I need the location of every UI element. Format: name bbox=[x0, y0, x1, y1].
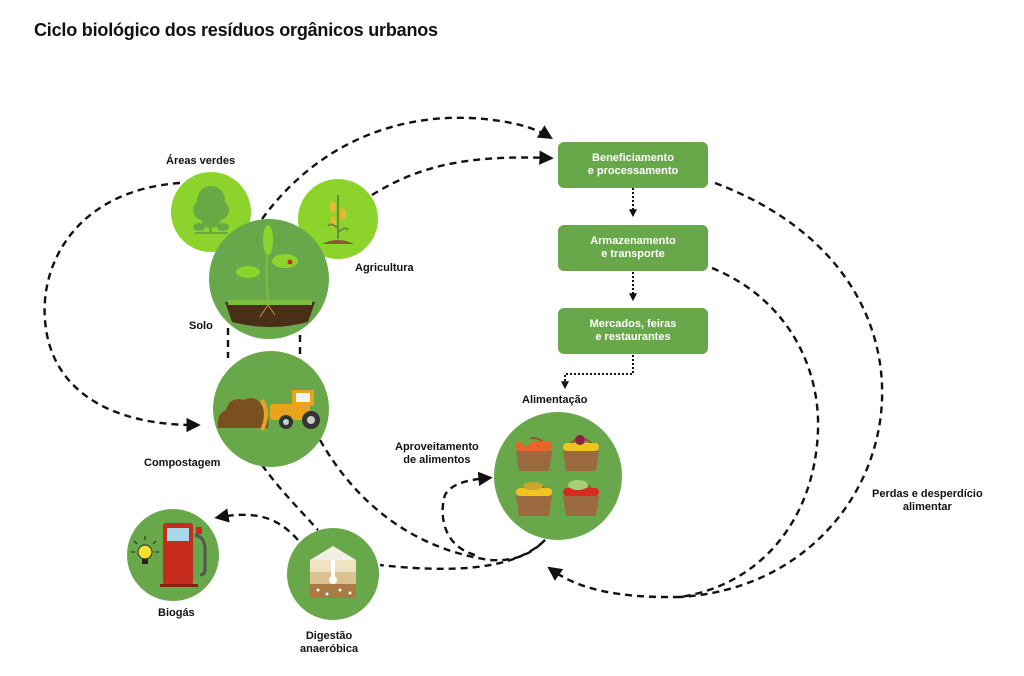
node-digestao-anaerobica bbox=[287, 528, 379, 620]
flow-losses-to-alimentacao bbox=[547, 566, 681, 599]
flow-compostagem-to-digestao bbox=[261, 464, 319, 531]
annotation-perdas-line2: alimentar bbox=[902, 501, 952, 513]
annotation-perdas: Perdas e desperdício alimentar bbox=[872, 488, 983, 514]
sprout-soil-icon bbox=[225, 225, 315, 327]
label-alimentacao: Alimentação bbox=[522, 394, 588, 406]
corn-plant-icon bbox=[322, 195, 354, 244]
basket-4 bbox=[563, 480, 599, 516]
diagram-title: Ciclo biológico dos resíduos orgânicos u… bbox=[34, 20, 438, 40]
flow-beneficiamento-losses bbox=[679, 181, 884, 599]
label-digestao-line2: anaeróbica bbox=[300, 643, 359, 655]
label-compostagem: Compostagem bbox=[144, 457, 221, 469]
annotation-aproveitamento: Aproveitamento de alimentos bbox=[395, 441, 479, 467]
label-biogas: Biogás bbox=[158, 607, 195, 619]
bulldozer-compost-icon bbox=[217, 390, 320, 431]
flow-digestao-to-biogas bbox=[214, 508, 299, 541]
flow-armazenamento-losses bbox=[679, 266, 820, 599]
node-agricultura bbox=[298, 179, 378, 259]
process-box-mercados: Mercados, feiras e restaurantes bbox=[558, 308, 708, 354]
annotation-aproveitamento-line1: Aproveitamento bbox=[395, 441, 479, 453]
label-agricultura: Agricultura bbox=[355, 262, 414, 274]
node-biogas bbox=[127, 509, 219, 601]
node-alimentacao bbox=[494, 412, 622, 540]
annotation-perdas-line1: Perdas e desperdício bbox=[872, 488, 983, 500]
food-baskets-icon bbox=[516, 435, 599, 516]
fuel-pump-lightbulb-icon bbox=[131, 523, 207, 587]
label-areas-verdes: Áreas verdes bbox=[166, 155, 236, 167]
basket-1 bbox=[516, 436, 552, 471]
flow-areas-verdes-to-compostagem bbox=[43, 181, 201, 433]
node-compostagem bbox=[213, 351, 329, 467]
node-solo bbox=[209, 219, 329, 339]
tree-icon bbox=[193, 186, 229, 234]
node-areas-verdes bbox=[171, 172, 251, 252]
flow-alimentacao-to-digestao bbox=[379, 539, 546, 570]
flow-compostagem-to-alimentacao-bottom bbox=[318, 439, 546, 562]
basket-3 bbox=[516, 482, 552, 516]
label-digestao-line1: Digestão bbox=[305, 630, 353, 642]
flow-box3-to-alimentacao bbox=[561, 355, 634, 390]
annotation-aproveitamento-line2: de alimentos bbox=[403, 454, 471, 466]
process-box-beneficiamento: Beneficiamento e processamento bbox=[558, 142, 708, 188]
label-digestao-anaerobica: Digestão anaeróbica bbox=[300, 630, 358, 656]
flow-aproveitamento-loop bbox=[441, 471, 493, 557]
label-solo: Solo bbox=[189, 320, 213, 332]
basket-2 bbox=[563, 435, 599, 471]
process-box-armazenamento: Armazenamento e transporte bbox=[558, 225, 708, 271]
digester-layers-icon bbox=[310, 546, 356, 598]
flow-agricultura-to-beneficiamento bbox=[371, 150, 554, 197]
